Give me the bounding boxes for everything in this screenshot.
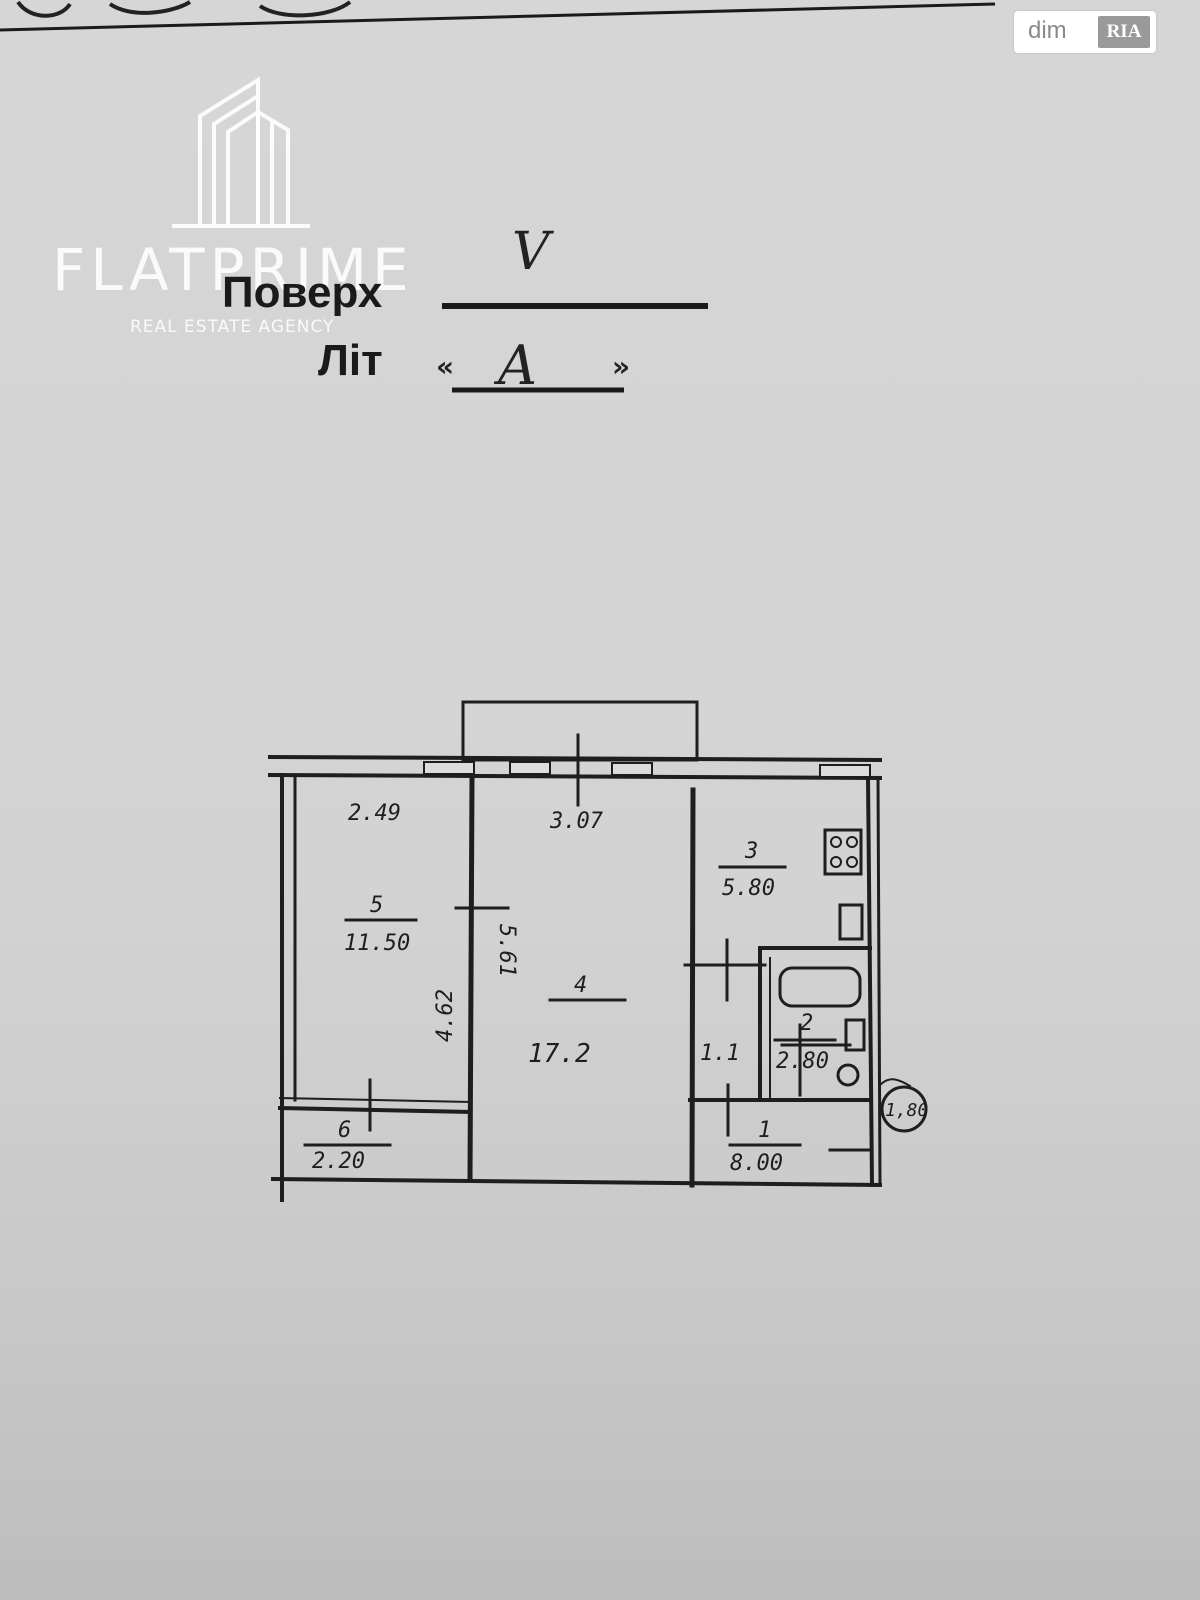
ceiling-height-label: 1,80 [885,1100,928,1121]
room5-width-label: 2.49 [348,801,401,826]
window [819,764,871,778]
room1-number: 1 [758,1118,771,1143]
badge-dim-text: dim [1028,17,1067,44]
room1-area: 8.00 [730,1151,783,1176]
lit-underline [452,387,624,393]
room6-number: 6 [338,1118,351,1143]
brand-name: FLATPRIME [52,236,414,304]
wc-width-label: 1.1 [700,1041,740,1066]
lit-close-quote: » [612,350,631,383]
room4-length-label: 5.61 [494,924,519,977]
lit-open-quote: « [436,350,455,383]
lit-value: A [498,334,537,397]
kitchen-sink-icon [838,903,864,941]
floor-underline [442,303,708,309]
balcony [461,700,699,762]
floor-value: V [512,222,550,282]
stove-icon [823,828,863,876]
room3-area: 5.80 [722,876,775,901]
room4-area: 17.2 [528,1039,591,1069]
room4-number: 4 [574,973,587,998]
dim-ria-badge: dim RIA [1014,11,1156,53]
room5-length-label: 4.62 [433,989,458,1042]
badge-ria-logo: RIA [1098,16,1150,48]
brand-tagline: REAL ESTATE AGENCY [130,317,335,337]
window [611,762,653,776]
window [423,761,475,775]
bathtub-icon [778,966,862,1008]
flatprime-logo-icon [172,76,310,228]
ceiling-height-mark [880,1085,928,1133]
room5-area: 11.50 [344,931,410,956]
room2-area: 2.80 [776,1049,829,1074]
room4-width-label: 3.07 [549,809,604,834]
window [509,761,551,775]
top-edge-scribble [0,0,996,32]
room5-number: 5 [370,893,383,918]
sink-icon [844,1018,866,1052]
floor-label: Поверх [222,268,383,317]
toilet-icon [836,1063,860,1087]
room6-area: 2.20 [312,1149,365,1174]
room3-number: 3 [744,839,758,864]
room2-number: 2 [800,1011,813,1036]
lit-label: Літ [318,336,383,385]
